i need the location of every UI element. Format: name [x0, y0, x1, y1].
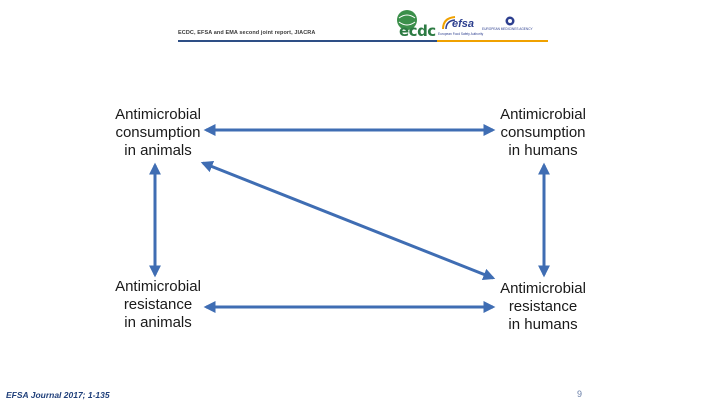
node-line: resistance — [508, 298, 578, 315]
header-rule — [178, 40, 548, 42]
node-line: in humans — [508, 142, 578, 159]
node-line: consumption — [115, 124, 201, 141]
node-resistance-humans: Antimicrobial resistance in humans — [488, 280, 598, 334]
efsa-mark-icon — [442, 16, 456, 30]
page-number: 9 — [577, 389, 583, 399]
ema-emblem-icon — [505, 16, 515, 26]
node-line: in humans — [508, 316, 578, 333]
journal-citation: EFSA Journal 2017; 1-135 — [6, 390, 110, 400]
efsa-logo-subtitle: European Food Safety Authority — [438, 32, 484, 36]
node-line: in animals — [124, 314, 192, 331]
node-line: Antimicrobial — [115, 106, 201, 123]
node-line: in animals — [124, 142, 192, 159]
node-line: resistance — [123, 296, 193, 313]
ecdc-globe-icon — [397, 10, 417, 30]
node-line: Antimicrobial — [500, 106, 586, 123]
node-line: consumption — [500, 124, 586, 141]
ecdc-logo: ecdc — [399, 22, 436, 40]
node-line: Antimicrobial — [115, 278, 201, 295]
ema-logo: EUROPEAN MEDICINES AGENCY — [482, 27, 533, 31]
node-consumption-animals: Antimicrobial consumption in animals — [103, 106, 213, 160]
report-header-title: ECDC, EFSA and EMA second joint report, … — [178, 30, 316, 36]
efsa-logo: efsa — [452, 18, 475, 30]
node-resistance-animals: Antimicrobial resistance in animals — [103, 278, 213, 332]
arrow-animal-consumption-human-resistance — [200, 160, 496, 281]
node-consumption-humans: Antimicrobial consumption in humans — [488, 106, 598, 160]
node-line: Antimicrobial — [500, 280, 586, 297]
